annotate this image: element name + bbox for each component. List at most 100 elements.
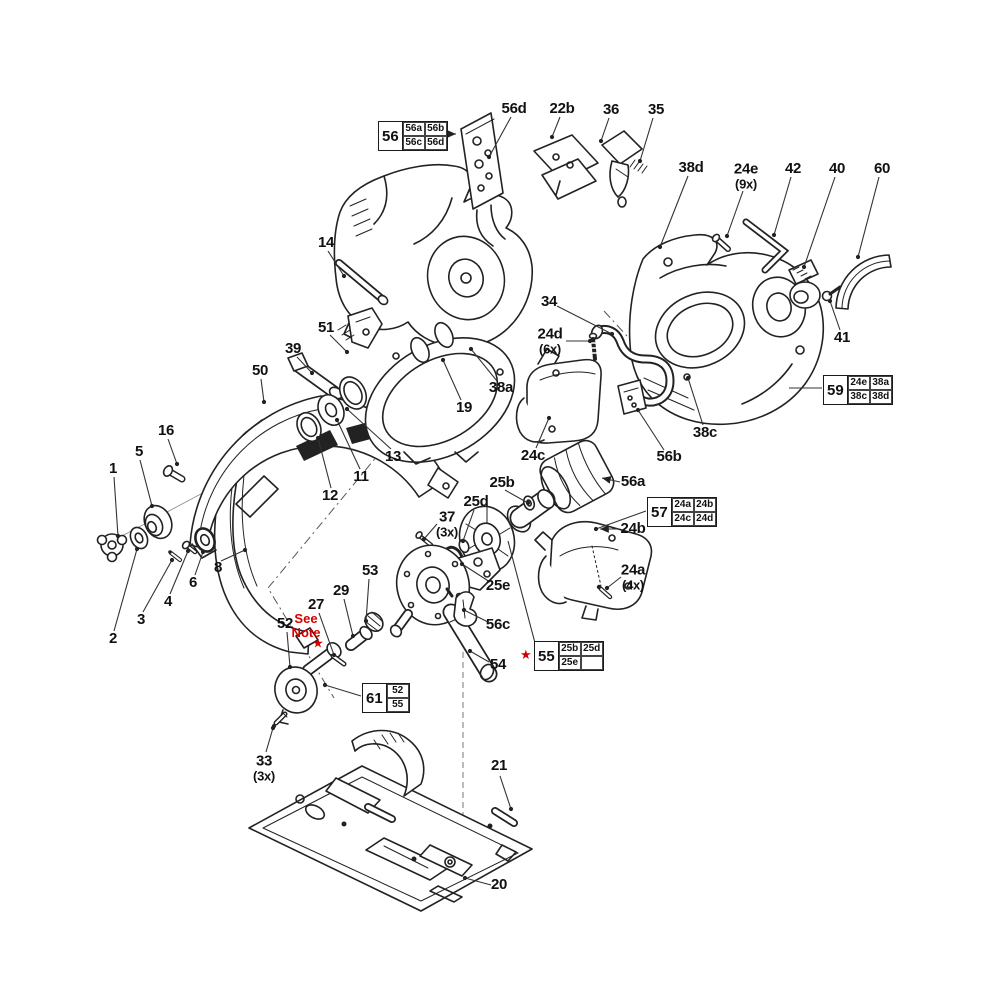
callout-text: 24a [620, 561, 646, 579]
callout-text: 25d [463, 493, 489, 511]
box-cell: 55 [386, 698, 409, 712]
part-pin-21 [487, 807, 518, 829]
box-cell: 56b [424, 122, 447, 136]
callout-text: 13 [384, 448, 402, 466]
callout-56d: 56d [502, 101, 527, 117]
callout-25b: 25b [490, 475, 515, 491]
part-screw-24e [711, 233, 731, 252]
box-cell: 25b [558, 642, 581, 656]
callout-text: 12 [321, 487, 339, 505]
callout-35: 35 [648, 102, 664, 118]
box-cell: 24b [693, 498, 716, 512]
callout-text: 56c [485, 616, 511, 634]
callout-12: 12 [322, 488, 338, 504]
box-cell: 24c [671, 512, 694, 526]
callout-text: 24e [733, 160, 759, 178]
callout-text: 29 [332, 582, 350, 600]
part-flange-2 [129, 526, 149, 550]
part-hex-wrench-42 [742, 218, 790, 274]
callout-text: 24b [620, 520, 646, 538]
box-cell: 25d [580, 642, 603, 656]
callout-text: 24c [520, 447, 546, 465]
callout-20: 20 [491, 877, 507, 893]
callout-text: 1 [108, 460, 118, 478]
box-cell: 56a [402, 122, 425, 136]
callout-56c: 56c [486, 617, 510, 633]
callout-8: 8 [214, 560, 222, 576]
callout-1: 1 [109, 461, 117, 477]
callout-text: 14 [317, 234, 335, 252]
callout-4: 4 [164, 594, 172, 610]
callout-text: 8 [213, 559, 223, 577]
part-pin-27 [330, 653, 347, 667]
callout-text: 37 [438, 508, 456, 526]
box-cell: 52 [386, 684, 409, 698]
callout-24d: 24d(6x) [538, 326, 563, 355]
part-switch-unit-36 [601, 130, 643, 208]
callout-text: 54 [489, 656, 507, 674]
callout-text: 56a [620, 473, 646, 491]
callout-25d: 25d [464, 494, 489, 510]
part-plate-56b [617, 379, 647, 415]
box-cell: 24d [693, 512, 716, 526]
callout-text: 36 [602, 101, 620, 119]
callout-text: 53 [361, 562, 379, 580]
part-pin-14 [335, 259, 389, 306]
star-icon: ★ [520, 647, 532, 662]
callout-text: 51 [317, 319, 335, 337]
callout-qty: (3x) [436, 524, 458, 540]
callout-text: 24d [537, 325, 563, 343]
callout-text: 39 [284, 340, 302, 358]
note-star-icon: ★ [312, 635, 324, 651]
part-spring-35 [629, 159, 648, 174]
box-cell: 24e [847, 376, 870, 390]
part-ring-13 [338, 376, 368, 410]
callout-22b: 22b [550, 101, 575, 117]
box-cell: 24a [671, 498, 694, 512]
callout-37: 37(3x) [436, 509, 458, 538]
part-bearing-6 [194, 527, 216, 553]
callout-text: 42 [784, 160, 802, 178]
callout-21: 21 [491, 758, 507, 774]
callout-qty: (3x) [253, 768, 275, 784]
callout-qty: (6x) [539, 341, 561, 357]
callout-24b: 24b [621, 521, 646, 537]
part-safety-cover-19 [364, 337, 516, 465]
callout-29: 29 [333, 583, 349, 599]
box-number: 57 [648, 498, 672, 526]
part-bracket-24b [534, 520, 653, 621]
callout-41: 41 [834, 330, 850, 346]
callout-38a: 38a [489, 380, 513, 396]
callout-52: 52 [277, 616, 293, 632]
callout-6: 6 [189, 575, 197, 591]
part-screw-4 [181, 540, 198, 555]
callout-text: 4 [163, 593, 173, 611]
callout-5: 5 [135, 444, 143, 460]
callout-text: 38c [692, 424, 718, 442]
callout-24c: 24c [521, 448, 545, 464]
callout-56b: 56b [657, 449, 682, 465]
callout-qty: (4x) [622, 577, 644, 593]
part-bolt-1 [96, 533, 128, 563]
callout-19: 19 [456, 400, 472, 416]
callout-38c: 38c [693, 425, 717, 441]
callout-text: 2 [108, 630, 118, 648]
callout-40: 40 [829, 161, 845, 177]
callout-text: 20 [490, 876, 508, 894]
part-base-plate-20 [248, 729, 533, 912]
callout-text: 35 [647, 101, 665, 119]
callout-text: 40 [828, 160, 846, 178]
callout-51: 51 [318, 320, 334, 336]
callout-39: 39 [285, 341, 301, 357]
callout-text: 56d [501, 100, 527, 118]
callout-text: 5 [134, 443, 144, 461]
callout-25e: 25e [486, 578, 510, 594]
box-cell: 56d [424, 136, 447, 150]
callout-50: 50 [252, 363, 268, 379]
callout-text: 25b [489, 474, 515, 492]
part-bracket-24c [515, 348, 602, 444]
part-roller-40 [788, 259, 821, 309]
